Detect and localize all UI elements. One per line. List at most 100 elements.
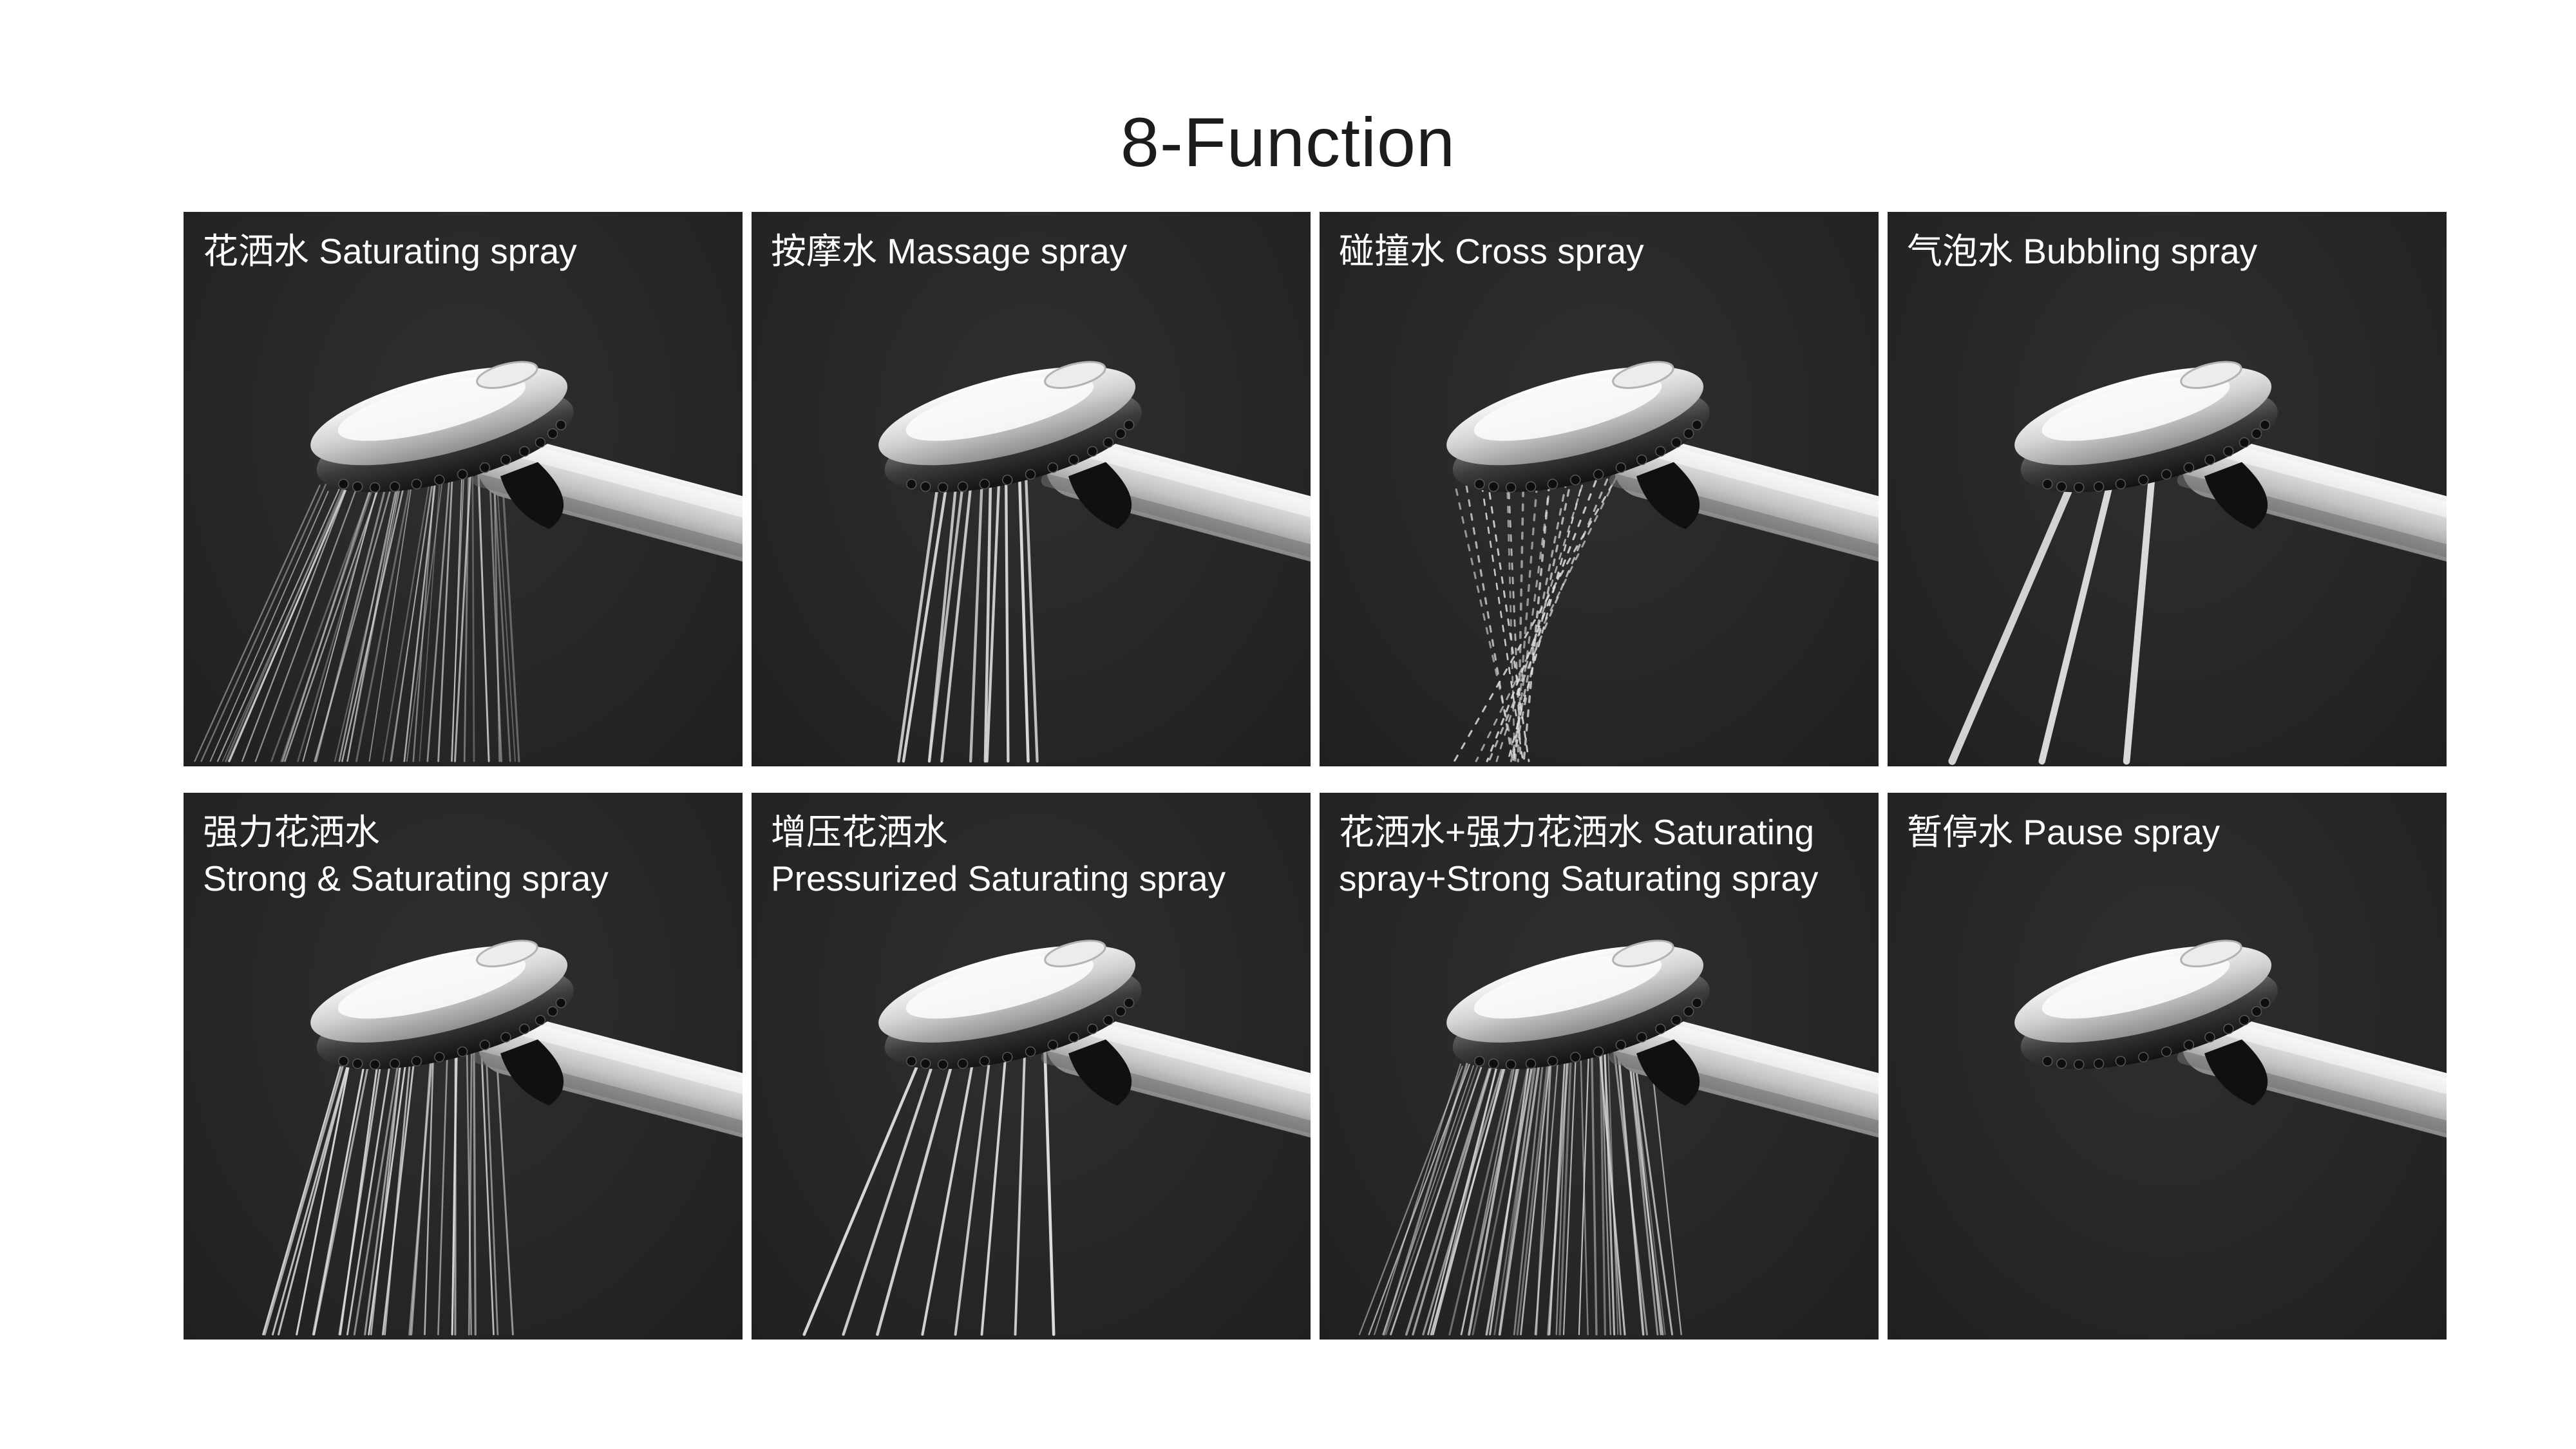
water-stream [406,466,445,762]
spray-label: 增压花洒水 Pressurized Saturating spray [771,812,1226,898]
nozzle-dot [1488,481,1499,492]
water-stream [1475,451,1630,762]
water-stream [224,484,346,762]
nozzle-dot [2259,998,2271,1009]
water-stream [353,1048,401,1336]
nozzle-dot [500,1032,511,1043]
nozzle-dot [434,475,445,486]
water-stream [338,469,401,762]
nozzle-dot [1474,1056,1485,1066]
handle-hook [2204,1039,2268,1106]
water-stream [1448,1050,1518,1336]
water-stream [355,470,414,762]
water-stream [1412,1055,1495,1336]
nozzle-dot [1047,462,1059,473]
nozzle-dot [2042,478,2053,489]
nozzle-dot [1636,1032,1647,1043]
water-stream [1611,1033,1648,1336]
water-stream [1514,471,1539,762]
function-grid: 花洒水 Saturating spray 按摩水 Massage spray [184,212,2447,1340]
shower-head [310,361,743,601]
water-stream [381,1043,417,1336]
nozzle-dot [2115,478,2126,489]
handle-hook [1636,1039,1700,1106]
mode-button [2180,940,2242,968]
nozzle-dot [2161,469,2172,480]
shower-handle [1041,1012,1311,1176]
spray-stream [1948,457,2157,765]
water-stream [390,462,437,762]
nozzle-dot [1615,462,1627,473]
water-stream [980,1038,1009,1336]
water-stream [1493,1044,1540,1336]
water-stream [284,474,384,762]
shower-handle [2177,435,2447,601]
spray-label: 暂停水 Pause spray [1907,812,2221,852]
water-stream [263,1065,344,1336]
nozzle-dot [2042,1056,2053,1066]
water-stream [437,1039,449,1336]
water-stream [1548,1037,1567,1336]
spray-panel-bubbling: 气泡水 Bubbling spray [1888,212,2447,766]
nozzle-dot [2056,481,2067,492]
water-stream [1562,1035,1578,1336]
water-stream [451,454,464,762]
shower-handle [2177,1012,2447,1176]
nozzle-dot [519,446,530,457]
nozzle-dot [1115,1006,1126,1017]
water-stream [302,477,381,762]
water-stream [476,450,490,762]
mode-button [1044,361,1106,389]
spray-panel-pause: 暂停水 Pause spray [1888,793,2447,1340]
water-stream [1513,1048,1546,1336]
nozzle-dot [1025,1046,1036,1057]
nozzle-dot [1615,1039,1627,1050]
water-stream [364,1048,403,1336]
head-disc [2014,361,2278,493]
nozzle-dot [2239,437,2250,448]
water-stream [1453,446,1634,762]
spray-stream [262,1025,514,1336]
water-stream [2123,457,2157,765]
handle-hook [500,462,564,529]
spray-panel-pressurized: 增压花洒水 Pressurized Saturating spray [752,793,1311,1340]
nozzle-dot [2259,419,2271,431]
water-stream [424,1037,435,1336]
water-stream [484,1028,499,1336]
water-stream [927,472,965,763]
water-stream [488,448,502,762]
nozzle-dot [411,1056,422,1066]
nozzle-dot [979,478,990,489]
water-stream [842,1054,937,1336]
water-stream [403,467,438,762]
nozzle-dot [535,437,546,448]
nozzle-dot [937,1059,949,1070]
nozzle-dot [479,462,491,473]
water-stream [339,1053,380,1336]
water-stream [1495,457,1592,762]
handle-hook [1068,462,1132,529]
water-stream [897,478,940,763]
nozzle-dot [2204,1032,2215,1043]
nozzle-dot [920,481,931,492]
spray-panel-cross: 碰撞水 Cross spray [1320,212,1879,766]
nozzle-dot [2223,446,2234,457]
handle-hook [500,1039,564,1106]
nozzle-dot [555,419,567,431]
water-stream [940,470,974,763]
spray-stream [194,443,520,762]
shower-handle [473,1012,743,1176]
nozzle-dot [906,478,917,489]
water-stream [1517,475,1525,762]
water-stream [1472,1047,1533,1336]
water-stream [209,491,329,762]
spray-label: 碰撞水 Cross spray [1339,231,1644,271]
water-stream [921,1046,977,1336]
nozzle-dot [1525,1058,1537,1069]
water-stream [1486,453,1607,762]
nozzle-dot [1488,1058,1499,1069]
nozzle-dot [2073,1059,2085,1070]
water-stream [262,1066,341,1336]
water-stream [1520,1043,1553,1336]
nozzle-dot [547,1006,558,1017]
